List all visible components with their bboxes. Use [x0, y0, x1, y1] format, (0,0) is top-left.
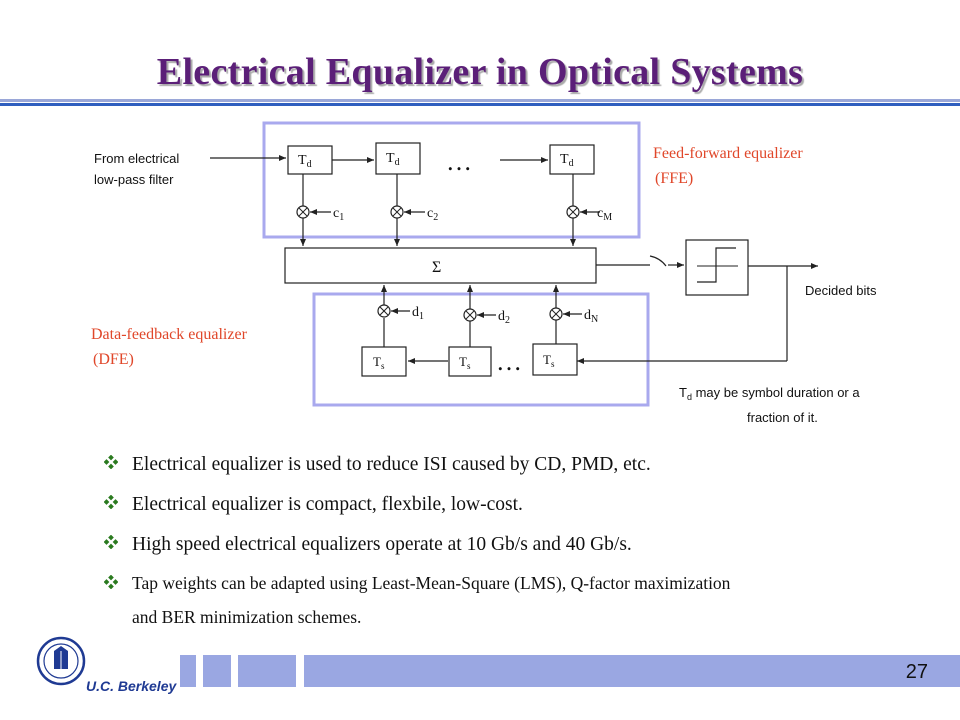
summer-block: Σ — [284, 247, 597, 284]
delay-note-1: Td may be symbol duration or a — [679, 385, 860, 402]
svg-text:Ts: Ts — [543, 352, 555, 369]
diamond-cluster-icon — [104, 495, 118, 509]
ffe-label-2: (FFE) — [655, 170, 693, 187]
dfe-group-box — [312, 292, 650, 407]
diamond-cluster-icon — [104, 535, 118, 549]
title-rule-light — [0, 99, 960, 102]
svg-text:cM: cM — [597, 206, 612, 223]
dfe-multiplier-1: d1 — [377, 285, 424, 347]
bullet-list: Electrical equalizer is used to reduce I… — [104, 452, 924, 628]
decision-block — [685, 239, 749, 296]
dfe-multiplier-2: d2 — [463, 285, 510, 347]
logo-text: U.C. Berkeley — [86, 678, 177, 694]
dfe-delay-1: Ts — [361, 346, 407, 377]
input-label-2: low-pass filter — [94, 172, 174, 187]
dfe-delay-3: Ts — [532, 343, 578, 376]
svg-text:dN: dN — [584, 308, 598, 325]
ffe-delay-3: Td — [549, 144, 595, 175]
svg-text:Td: Td — [298, 153, 312, 170]
bullet-text: Electrical equalizer is used to reduce I… — [132, 454, 651, 475]
svg-text:Td: Td — [386, 151, 400, 168]
equalizer-diagram: From electrical low-pass filter Td Td … … — [91, 121, 877, 425]
delay-note-2: fraction of it. — [747, 410, 818, 425]
dfe-multiplier-3: dN — [549, 285, 598, 344]
bullet-continuation: and BER minimization schemes. — [132, 607, 362, 627]
bullet-text: Tap weights can be adapted using Least-M… — [132, 573, 731, 593]
svg-text:Ts: Ts — [373, 354, 385, 371]
ffe-group-box — [262, 121, 641, 239]
page-number: 27 — [905, 661, 928, 683]
slide-title: Electrical Equalizer in Optical Systems — [156, 51, 804, 93]
university-seal-logo — [36, 636, 86, 686]
diamond-cluster-icon — [104, 575, 118, 589]
dfe-delay-2: Ts — [448, 346, 492, 377]
diamond-cluster-icon — [104, 455, 118, 469]
dfe-label-1: Data-feedback equalizer — [91, 326, 248, 343]
footer-square-3 — [238, 655, 296, 687]
svg-text:d2: d2 — [498, 309, 510, 326]
dfe-label-2: (DFE) — [93, 351, 134, 368]
dfe-ellipsis: … — [496, 347, 522, 376]
footer-bar — [304, 655, 960, 687]
bullet-item: High speed electrical equalizers operate… — [104, 532, 924, 558]
svg-text:Td: Td — [560, 152, 574, 169]
svg-text:d1: d1 — [412, 305, 424, 322]
bullet-item: Electrical equalizer is used to reduce I… — [104, 452, 924, 478]
ffe-delay-2: Td — [375, 142, 421, 175]
ffe-multiplier-1: c1 — [296, 174, 344, 246]
title-rule-dark — [0, 103, 960, 106]
bullet-item: Electrical equalizer is compact, flexbil… — [104, 492, 924, 518]
footer-square-2 — [203, 655, 231, 687]
bullet-item: Tap weights can be adapted using Least-M… — [104, 572, 924, 594]
output-label: Decided bits — [805, 283, 877, 298]
ffe-ellipsis: … — [446, 147, 472, 176]
svg-text:c1: c1 — [333, 206, 344, 223]
ffe-multiplier-3: cM — [566, 174, 612, 246]
ffe-multiplier-2: c2 — [390, 174, 438, 246]
bullet-text: Electrical equalizer is compact, flexbil… — [132, 494, 523, 515]
ffe-delay-1: Td — [287, 145, 333, 175]
bullet-text: High speed electrical equalizers operate… — [132, 534, 632, 555]
svg-text:Σ: Σ — [432, 259, 441, 276]
svg-text:Ts: Ts — [459, 354, 471, 371]
svg-text:c2: c2 — [427, 206, 438, 223]
footer-square-1 — [180, 655, 196, 687]
input-label-1: From electrical — [94, 151, 179, 166]
ffe-label-1: Feed-forward equalizer — [653, 145, 803, 162]
